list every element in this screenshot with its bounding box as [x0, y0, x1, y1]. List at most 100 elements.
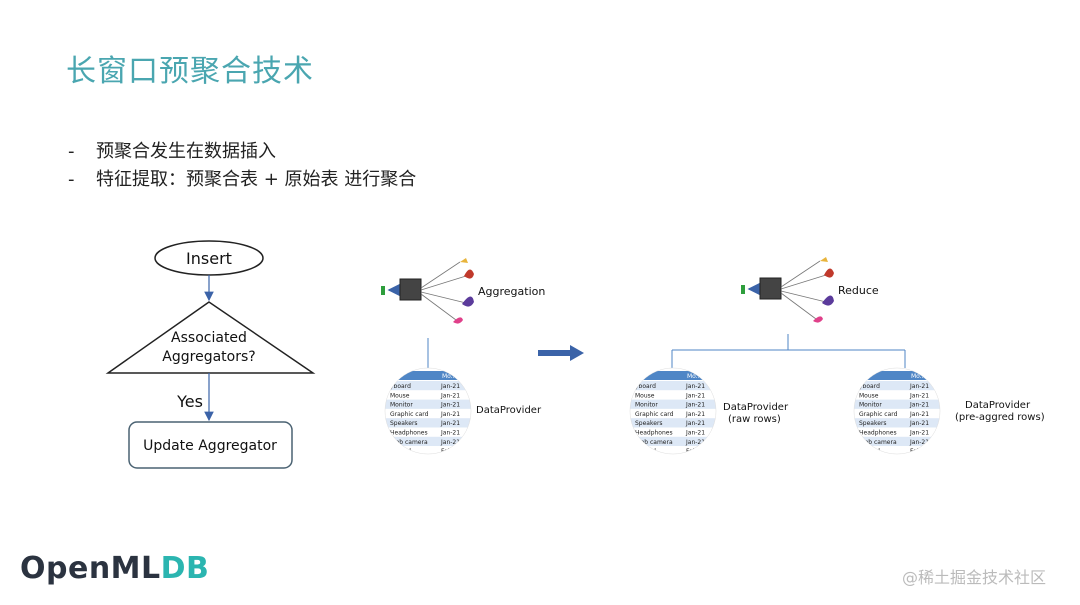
table-cell-date: Jan-21	[909, 392, 929, 399]
table-cell-item: Headphones	[859, 430, 897, 437]
table-row	[385, 408, 471, 419]
data-provider-label: DataProvider	[476, 405, 542, 416]
table-cell-item: Headphones	[635, 430, 673, 437]
yes-label: Yes	[176, 392, 203, 411]
table-row	[385, 390, 471, 400]
table-header	[630, 371, 716, 380]
table-cell-item: Monitor	[635, 402, 658, 409]
table-cell-item: Web camera	[390, 439, 428, 446]
table-cell-item: Mouse	[859, 392, 879, 399]
table-cell-date: Jan-21	[685, 420, 705, 427]
table-cell-date: Jan-21	[440, 420, 460, 427]
cone-purple-icon	[822, 295, 834, 306]
cone-yellow-icon	[820, 257, 828, 262]
table-cell-item: Graphic card	[390, 411, 429, 418]
table-row	[854, 408, 940, 419]
aggregation-diagram: Aggregation	[381, 258, 545, 368]
bullet-text: 特征提取：预聚合表 + 原始表 进行聚合	[96, 169, 417, 190]
table-cell-date: Feb-21	[441, 457, 462, 464]
table-row	[630, 390, 716, 400]
table-header	[854, 371, 940, 380]
table-cell-date: Jan-21	[685, 430, 705, 437]
aggregation-label: Aggregation	[478, 285, 545, 298]
preagg-provider-sublabel: (pre-aggred rows)	[955, 412, 1045, 423]
table-cell-item: Web camera	[859, 439, 897, 446]
table-row	[630, 446, 716, 454]
table-cell-date: Jan-21	[909, 383, 929, 390]
update-label: Update Aggregator	[143, 438, 277, 454]
raw-provider-label: DataProvider	[723, 402, 789, 413]
bullet-item: -特征提取：预聚合表 + 原始表 进行聚合	[68, 166, 416, 194]
table-row	[385, 436, 471, 447]
flowchart: Insert Associated Aggregators? Yes Updat…	[105, 240, 316, 469]
table-cell-item: Mouse	[390, 392, 410, 399]
table-cell-date: Jan-21	[440, 383, 460, 390]
table-cell-date: Jan-21	[685, 439, 705, 446]
reduce-diagram: Reduce	[671, 257, 906, 368]
table-cell-date: Jan-21	[440, 402, 460, 409]
table-row	[854, 418, 940, 428]
preagg-provider-label: DataProvider	[965, 400, 1031, 411]
table-cell-item: yboard	[859, 383, 880, 390]
watermark: @稀土掘金技术社区	[902, 568, 1047, 587]
openmldb-logo: OpenMLDB	[20, 551, 210, 586]
insert-label: Insert	[186, 249, 232, 268]
table-cell-item: Headphones	[390, 430, 428, 437]
table-row	[854, 390, 940, 400]
bullet-text: 预聚合发生在数据插入	[96, 141, 276, 162]
table-cell-date: Jan-21	[440, 439, 460, 446]
aggregator-box-icon	[399, 278, 422, 301]
transition-arrow	[538, 345, 584, 361]
reducer-box-icon	[759, 277, 782, 300]
bullet-item: -预聚合发生在数据插入	[68, 138, 416, 166]
table-row	[854, 436, 940, 447]
cone-pink-icon	[813, 316, 823, 323]
table-cell-item: Monitor	[390, 402, 413, 409]
decision-node	[105, 301, 316, 374]
table-cell-date: Jan-21	[440, 430, 460, 437]
table-row	[385, 381, 471, 391]
cone-pink-icon	[453, 317, 463, 324]
table-cell-date: Jan-21	[440, 392, 460, 399]
green-marker-icon	[741, 285, 745, 294]
table-cell-item: Speakers	[635, 420, 663, 427]
slide-title: 长窗口预聚合技术	[66, 54, 314, 89]
table-cell-date: Jan-21	[909, 430, 929, 437]
table-row	[385, 427, 471, 437]
table-header-label: Mo...	[911, 373, 926, 380]
table-row	[630, 418, 716, 428]
table-cell-date: Feb-21	[441, 448, 462, 455]
table-cell-date: Jan-21	[685, 402, 705, 409]
table-row	[385, 418, 471, 428]
table-row	[630, 436, 716, 447]
table-header-label: Mo...	[442, 373, 457, 380]
bullet-list: -预聚合发生在数据插入 -特征提取：预聚合表 + 原始表 进行聚合	[68, 138, 416, 194]
table-cell-date: Jan-21	[909, 439, 929, 446]
reduce-label: Reduce	[838, 284, 879, 297]
table-cell-date: Feb-21	[910, 457, 931, 464]
table-header-label: Mo...	[687, 373, 702, 380]
cone-red-icon	[824, 268, 834, 278]
cone-purple-icon	[462, 296, 474, 307]
table-cell-item: Graphic card	[635, 411, 674, 418]
update-node	[128, 421, 293, 469]
table-row	[385, 446, 471, 454]
table-cell-item: yboard	[390, 383, 411, 390]
table-row	[854, 381, 940, 391]
table-row	[630, 408, 716, 419]
table-cell-date: Jan-21	[685, 392, 705, 399]
table-cell-item: Graphic card	[859, 411, 898, 418]
table-cell-date: Jan-21	[909, 402, 929, 409]
decision-label-line1: Associated	[171, 330, 247, 346]
raw-provider-sublabel: (raw rows)	[728, 414, 781, 425]
table-cell-date: Jan-21	[685, 383, 705, 390]
table-cell-date: Feb-21	[686, 457, 707, 464]
table-row	[385, 399, 471, 409]
decision-label-line2: Aggregators?	[162, 349, 255, 365]
table-cell-item: Speakers	[859, 420, 887, 427]
table-row	[851, 455, 943, 464]
